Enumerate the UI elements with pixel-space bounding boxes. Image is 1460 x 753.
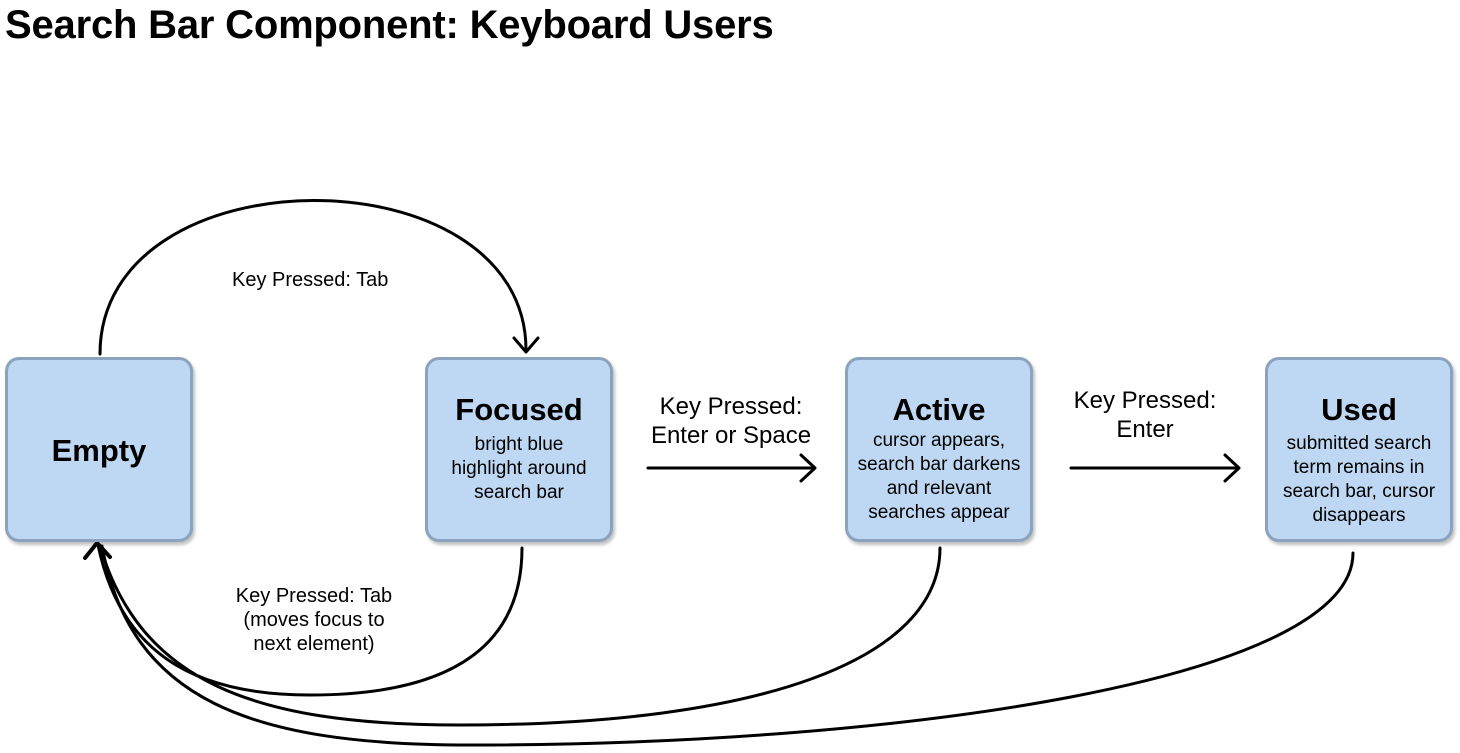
description-line: term remains in [1293, 457, 1425, 478]
state-used: Used submitted search term remains in se… [1265, 357, 1453, 542]
state-active-title: Active [892, 392, 986, 427]
label-line: Enter [1116, 416, 1174, 443]
description-line: cursor appears, [872, 430, 1005, 451]
page-title: Search Bar Component: Keyboard Users [5, 3, 774, 47]
description-line: search bar [474, 482, 564, 503]
label-line: Key Pressed: [1073, 387, 1217, 414]
label-line: Enter or Space [650, 422, 812, 449]
state-empty: Empty [5, 357, 193, 542]
label-line: next element) [253, 633, 375, 655]
arrowhead-empty-to-focused [512, 336, 540, 354]
description-line: bright blue [474, 434, 564, 455]
label-line: Key Pressed: [659, 393, 803, 420]
description-line: disappears [1312, 505, 1406, 526]
label-line: Key Pressed: Tab [235, 585, 393, 607]
description-line: highlight around [451, 458, 587, 479]
description-line: searches appear [868, 502, 1010, 523]
state-used-title: Used [1321, 392, 1397, 427]
arrowhead-focused-to-active [799, 453, 817, 483]
label-focused-to-active: Key Pressed: Enter or Space [641, 392, 821, 450]
description-line: search bar darkens [857, 454, 1021, 475]
label-active-to-used: Key Pressed: Enter [1065, 386, 1225, 444]
description-line: search bar, cursor [1282, 481, 1436, 502]
state-active-description: cursor appears, search bar darkens and r… [844, 429, 1034, 525]
arrowhead-into-empty [83, 541, 112, 560]
description-line: and relevant [886, 478, 992, 499]
arrowhead-active-to-used [1223, 453, 1241, 483]
description-line: submitted search [1286, 433, 1432, 454]
state-focused-description: bright blue highlight around search bar [424, 433, 614, 505]
label-line: (moves focus to [243, 609, 385, 631]
state-focused-title: Focused [455, 392, 583, 427]
label-empty-to-focused: Key Pressed: Tab [232, 268, 388, 292]
state-used-description: submitted search term remains in search … [1264, 432, 1454, 528]
label-focused-to-empty: Key Pressed: Tab (moves focus to next el… [224, 584, 404, 656]
state-focused: Focused bright blue highlight around sea… [425, 357, 613, 542]
state-active: Active cursor appears, search bar darken… [845, 357, 1033, 542]
label-line: Key Pressed: Tab [232, 269, 389, 291]
state-empty-title: Empty [51, 433, 147, 468]
